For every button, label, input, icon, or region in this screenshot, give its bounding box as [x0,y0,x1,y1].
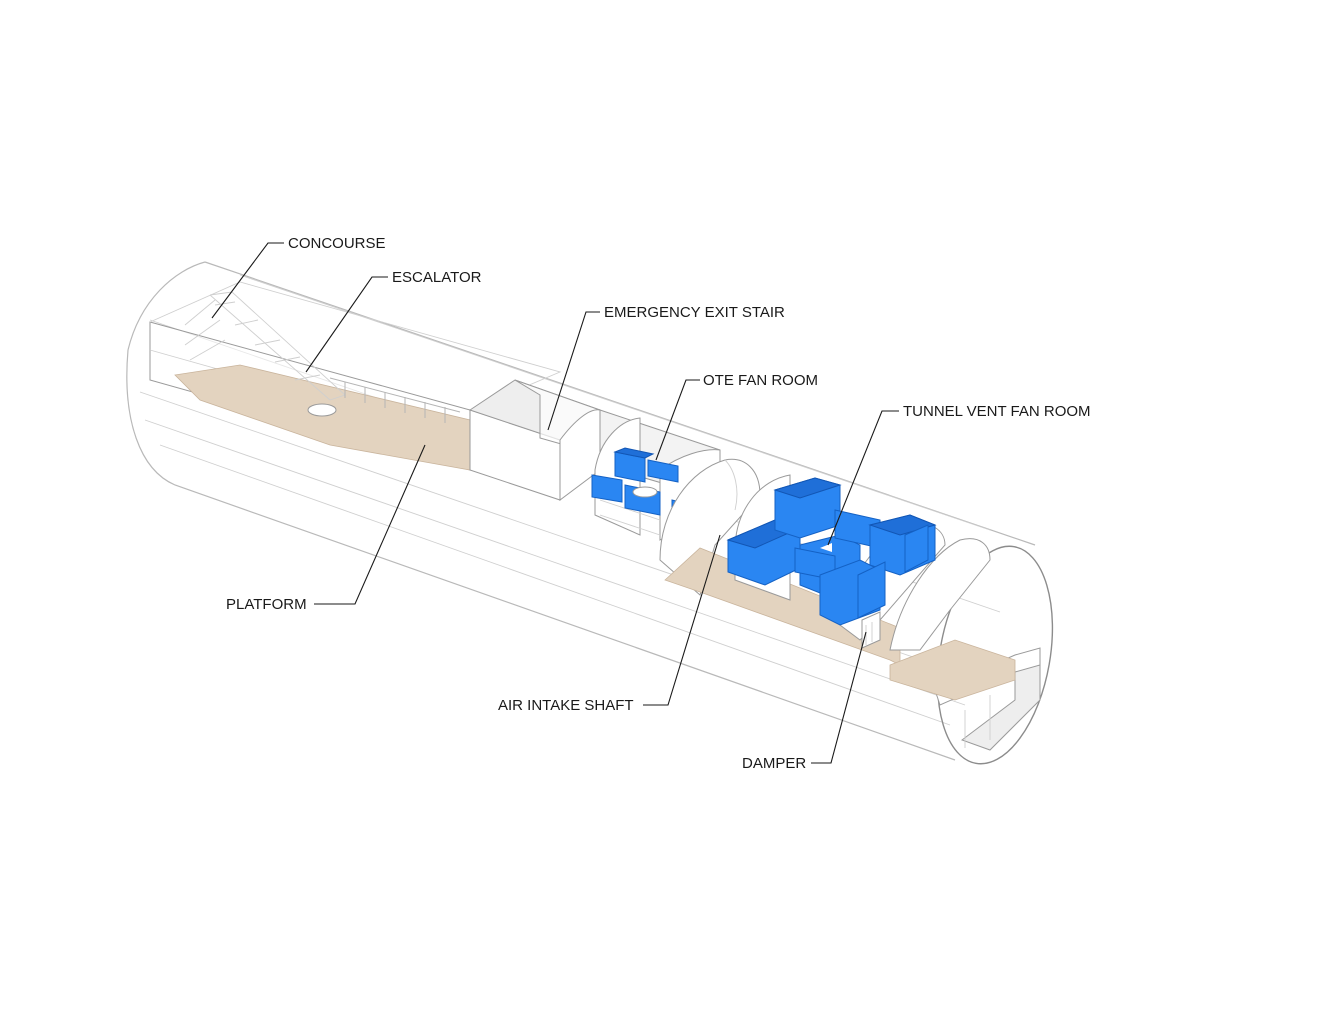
leader-lines [211,242,899,764]
label-platform: PLATFORM [226,596,307,613]
leader-emergency-exit-stair [547,311,600,431]
label-emergency-exit-stair: EMERGENCY EXIT STAIR [604,304,785,321]
label-concourse: CONCOURSE [288,235,386,252]
leader-tunnel-vent-fan-room [827,410,899,546]
label-ote-fan-room: OTE FAN ROOM [703,372,818,389]
emergency-exit-stair-room [468,379,602,501]
escalator-truss [184,291,346,417]
label-tunnel-vent-fan-room: TUNNEL VENT FAN ROOM [903,403,1091,420]
label-air-intake-shaft: AIR INTAKE SHAFT [498,697,634,714]
leader-platform [314,444,426,605]
leader-damper [811,631,867,764]
callout-labels: CONCOURSE ESCALATOR EMERGENCY EXIT STAIR… [226,235,1091,772]
track-deck-floor [889,639,1016,701]
leader-air-intake-shaft [643,534,721,706]
platform-railing [329,377,461,423]
label-damper: DAMPER [742,755,806,772]
tunnel-shell [126,261,1036,761]
label-escalator: ESCALATOR [392,269,482,286]
leader-ote-fan-room [655,379,700,461]
leader-escalator [305,276,388,373]
leader-concourse [211,242,284,319]
damper-opening [861,611,881,649]
tunnel-vent-fan-equipment [726,477,937,626]
